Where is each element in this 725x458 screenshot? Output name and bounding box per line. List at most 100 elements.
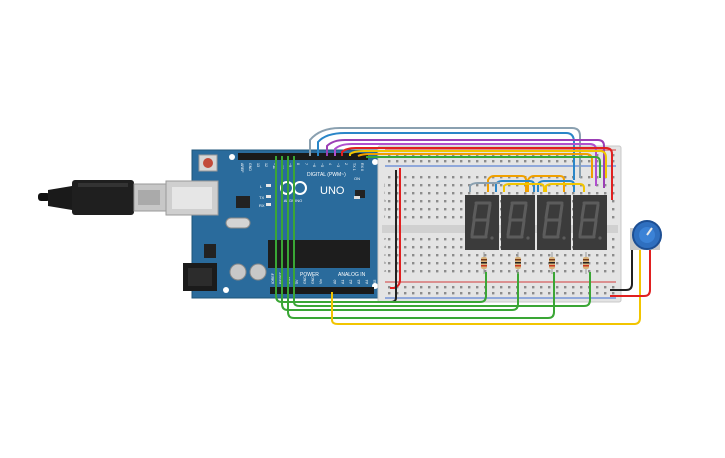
breadboard-hole[interactable] xyxy=(548,270,551,273)
breadboard-hole[interactable] xyxy=(612,254,615,257)
breadboard-hole[interactable] xyxy=(444,254,447,257)
breadboard-hole[interactable] xyxy=(500,154,503,157)
breadboard-hole[interactable] xyxy=(532,154,535,157)
breadboard-hole[interactable] xyxy=(580,154,583,157)
breadboard-hole[interactable] xyxy=(444,262,447,265)
breadboard-hole[interactable] xyxy=(556,262,559,265)
breadboard-hole[interactable] xyxy=(612,286,615,289)
breadboard-hole[interactable] xyxy=(436,160,439,163)
breadboard-hole[interactable] xyxy=(556,154,559,157)
breadboard-hole[interactable] xyxy=(476,154,479,157)
breadboard-hole[interactable] xyxy=(404,238,407,241)
breadboard-hole[interactable] xyxy=(500,254,503,257)
breadboard-hole[interactable] xyxy=(484,184,487,187)
breadboard-hole[interactable] xyxy=(404,200,407,203)
breadboard-hole[interactable] xyxy=(460,184,463,187)
breadboard-hole[interactable] xyxy=(452,246,455,249)
resistor[interactable] xyxy=(481,252,487,274)
breadboard-hole[interactable] xyxy=(612,238,615,241)
breadboard-hole[interactable] xyxy=(420,270,423,273)
breadboard-hole[interactable] xyxy=(556,254,559,257)
breadboard-hole[interactable] xyxy=(612,292,615,295)
breadboard-hole[interactable] xyxy=(548,254,551,257)
breadboard-hole[interactable] xyxy=(404,262,407,265)
breadboard-hole[interactable] xyxy=(412,254,415,257)
breadboard-hole[interactable] xyxy=(612,208,615,211)
breadboard-hole[interactable] xyxy=(476,192,479,195)
breadboard-hole[interactable] xyxy=(388,216,391,219)
breadboard-hole[interactable] xyxy=(468,262,471,265)
breadboard-hole[interactable] xyxy=(524,192,527,195)
breadboard-hole[interactable] xyxy=(588,192,591,195)
breadboard-hole[interactable] xyxy=(444,208,447,211)
breadboard-hole[interactable] xyxy=(500,262,503,265)
breadboard-hole[interactable] xyxy=(540,286,543,289)
breadboard-hole[interactable] xyxy=(436,246,439,249)
breadboard-hole[interactable] xyxy=(396,262,399,265)
breadboard-hole[interactable] xyxy=(580,270,583,273)
breadboard-hole[interactable] xyxy=(396,270,399,273)
breadboard-hole[interactable] xyxy=(516,254,519,257)
breadboard-hole[interactable] xyxy=(388,184,391,187)
breadboard-hole[interactable] xyxy=(444,216,447,219)
breadboard-hole[interactable] xyxy=(476,160,479,163)
breadboard-hole[interactable] xyxy=(596,160,599,163)
breadboard-hole[interactable] xyxy=(532,254,535,257)
breadboard-hole[interactable] xyxy=(476,292,479,295)
breadboard-hole[interactable] xyxy=(420,176,423,179)
breadboard-hole[interactable] xyxy=(436,254,439,257)
breadboard-hole[interactable] xyxy=(572,270,575,273)
breadboard-hole[interactable] xyxy=(428,292,431,295)
breadboard-hole[interactable] xyxy=(604,292,607,295)
breadboard-hole[interactable] xyxy=(420,200,423,203)
breadboard-hole[interactable] xyxy=(396,200,399,203)
breadboard-hole[interactable] xyxy=(468,184,471,187)
breadboard-hole[interactable] xyxy=(460,208,463,211)
breadboard-hole[interactable] xyxy=(468,160,471,163)
breadboard-hole[interactable] xyxy=(508,184,511,187)
breadboard-hole[interactable] xyxy=(516,184,519,187)
breadboard-hole[interactable] xyxy=(588,160,591,163)
breadboard-hole[interactable] xyxy=(556,292,559,295)
breadboard-hole[interactable] xyxy=(468,176,471,179)
breadboard-hole[interactable] xyxy=(412,216,415,219)
breadboard-hole[interactable] xyxy=(388,154,391,157)
breadboard-hole[interactable] xyxy=(436,270,439,273)
breadboard-hole[interactable] xyxy=(452,286,455,289)
breadboard-hole[interactable] xyxy=(388,208,391,211)
breadboard-hole[interactable] xyxy=(460,200,463,203)
breadboard-hole[interactable] xyxy=(572,192,575,195)
breadboard-hole[interactable] xyxy=(580,184,583,187)
breadboard-hole[interactable] xyxy=(556,192,559,195)
breadboard-hole[interactable] xyxy=(428,254,431,257)
breadboard-hole[interactable] xyxy=(604,286,607,289)
breadboard-hole[interactable] xyxy=(436,176,439,179)
breadboard-hole[interactable] xyxy=(484,160,487,163)
breadboard-hole[interactable] xyxy=(428,208,431,211)
breadboard-hole[interactable] xyxy=(508,154,511,157)
breadboard-hole[interactable] xyxy=(404,292,407,295)
breadboard-hole[interactable] xyxy=(612,246,615,249)
breadboard-hole[interactable] xyxy=(540,160,543,163)
breadboard-hole[interactable] xyxy=(492,254,495,257)
breadboard-hole[interactable] xyxy=(492,286,495,289)
breadboard-hole[interactable] xyxy=(388,238,391,241)
breadboard-hole[interactable] xyxy=(388,270,391,273)
usb-cable[interactable] xyxy=(38,180,169,215)
breadboard-hole[interactable] xyxy=(404,192,407,195)
breadboard-hole[interactable] xyxy=(548,286,551,289)
breadboard-hole[interactable] xyxy=(540,192,543,195)
breadboard-hole[interactable] xyxy=(588,262,591,265)
breadboard-hole[interactable] xyxy=(564,160,567,163)
breadboard-hole[interactable] xyxy=(396,154,399,157)
breadboard-hole[interactable] xyxy=(580,286,583,289)
breadboard-hole[interactable] xyxy=(540,292,543,295)
breadboard-hole[interactable] xyxy=(508,292,511,295)
breadboard-hole[interactable] xyxy=(476,270,479,273)
breadboard-hole[interactable] xyxy=(444,154,447,157)
breadboard-hole[interactable] xyxy=(516,176,519,179)
breadboard-hole[interactable] xyxy=(508,176,511,179)
breadboard-hole[interactable] xyxy=(572,254,575,257)
breadboard-hole[interactable] xyxy=(564,254,567,257)
breadboard-hole[interactable] xyxy=(572,262,575,265)
